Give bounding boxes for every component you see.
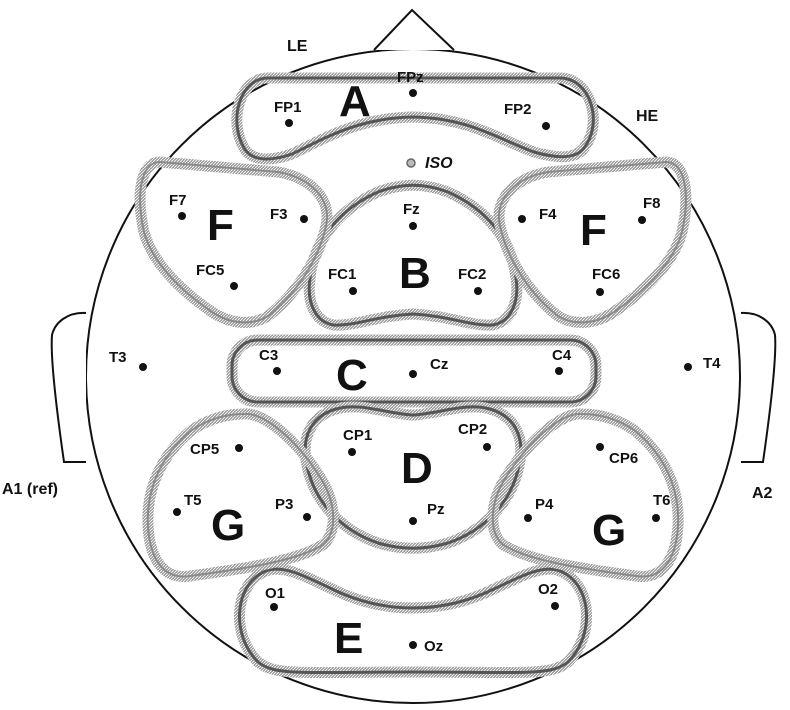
electrode-label-oz: Oz <box>424 638 443 655</box>
electrode-dot-fz <box>409 222 417 230</box>
le-label: LE <box>287 38 308 55</box>
a1-ref-label: A1 (ref) <box>2 481 58 498</box>
iso-label: ISO <box>425 155 453 172</box>
electrode-dot-p3 <box>303 513 311 521</box>
electrode-dot-f4 <box>518 215 526 223</box>
electrode-label-o2: O2 <box>538 581 558 598</box>
electrode-label-f8: F8 <box>643 195 661 212</box>
region-g-right-outline <box>487 408 684 582</box>
region-e-letter: E <box>334 614 363 663</box>
electrode-label-t3: T3 <box>109 349 127 366</box>
left-ear <box>50 311 87 463</box>
electrode-label-p3: P3 <box>275 496 293 513</box>
electrode-dot-fc5 <box>230 282 238 290</box>
region-c-outline <box>226 334 602 408</box>
electrode-label-cp6: CP6 <box>609 450 638 467</box>
electrode-dot-cp2 <box>483 443 491 451</box>
electrode-dot-f3 <box>300 215 308 223</box>
region-f-right-letter: F <box>580 206 607 255</box>
region-g-left-outline <box>142 408 339 582</box>
electrode-label-t6: T6 <box>653 492 671 509</box>
electrode-dot-fc2 <box>474 287 482 295</box>
region-d-outline <box>299 401 527 554</box>
region-a-outline <box>231 72 599 165</box>
electrode-label-c4: C4 <box>552 347 572 364</box>
electrode-dot-cz <box>409 370 417 378</box>
electrode-dot-p4 <box>524 514 532 522</box>
electrode-dot-t6 <box>652 514 660 522</box>
region-a-letter: A <box>339 77 371 126</box>
electrode-label-o1: O1 <box>265 585 285 602</box>
electrode-label-cz: Cz <box>430 356 448 373</box>
electrode-label-fpz: FPz <box>397 69 424 86</box>
region-b-letter: B <box>399 249 431 298</box>
region-e-outline <box>234 563 592 679</box>
electrode-label-cp5: CP5 <box>190 441 219 458</box>
electrode-label-fz: Fz <box>403 201 420 218</box>
region-g-right-letter: G <box>592 506 626 555</box>
electrode-dot-t4 <box>684 363 692 371</box>
electrode-dot-fc1 <box>349 287 357 295</box>
electrode-dot-fp1 <box>285 119 293 127</box>
region-g-left-letter: G <box>211 501 245 550</box>
electrode-dot-cp5 <box>235 444 243 452</box>
region-f-right-outline <box>493 156 692 328</box>
electrode-label-cp1: CP1 <box>343 427 372 444</box>
electrode-label-pz: Pz <box>427 501 445 518</box>
electrode-label-fc2: FC2 <box>458 266 486 283</box>
electrode-dot-o2 <box>551 602 559 610</box>
electrode-label-p4: P4 <box>535 496 554 513</box>
electrode-dot-fc6 <box>596 288 604 296</box>
electrode-dot-cp6 <box>596 443 604 451</box>
electrode-label-fp1: FP1 <box>274 99 302 116</box>
electrode-dot-fp2 <box>542 122 550 130</box>
iso-marker <box>406 158 416 168</box>
electrode-dot-cp1 <box>348 448 356 456</box>
electrode-dot-o1 <box>270 603 278 611</box>
he-label: HE <box>636 108 659 125</box>
a2-label: A2 <box>752 485 773 502</box>
region-f-left-outline <box>134 156 333 328</box>
right-ear <box>740 311 777 463</box>
electrode-dot-pz <box>409 517 417 525</box>
region-f-left-letter: F <box>207 201 234 250</box>
electrode-dot-t5 <box>173 508 181 516</box>
electrode-label-fc1: FC1 <box>328 266 356 283</box>
electrode-dot-c3 <box>273 367 281 375</box>
region-b-outline <box>303 179 523 331</box>
electrode-dot-f7 <box>178 212 186 220</box>
region-d-letter: D <box>401 444 433 493</box>
nose <box>373 8 455 51</box>
electrode-label-cp2: CP2 <box>458 421 487 438</box>
region-c-letter: C <box>336 351 368 400</box>
electrode-dot-c4 <box>555 367 563 375</box>
electrode-dot-f8 <box>638 216 646 224</box>
electrode-label-fc5: FC5 <box>196 262 224 279</box>
electrode-dot-t3 <box>139 363 147 371</box>
electrode-label-t4: T4 <box>703 355 721 372</box>
electrode-label-c3: C3 <box>259 347 278 364</box>
electrode-dot-oz <box>409 641 417 649</box>
electrode-label-t5: T5 <box>184 492 202 509</box>
electrode-label-fc6: FC6 <box>592 266 620 283</box>
electrode-label-fp2: FP2 <box>504 101 532 118</box>
electrode-label-f3: F3 <box>270 206 288 223</box>
electrode-label-f4: F4 <box>539 206 557 223</box>
electrode-dots <box>139 89 692 649</box>
electrode-label-f7: F7 <box>169 192 187 209</box>
electrode-dot-fpz <box>409 89 417 97</box>
